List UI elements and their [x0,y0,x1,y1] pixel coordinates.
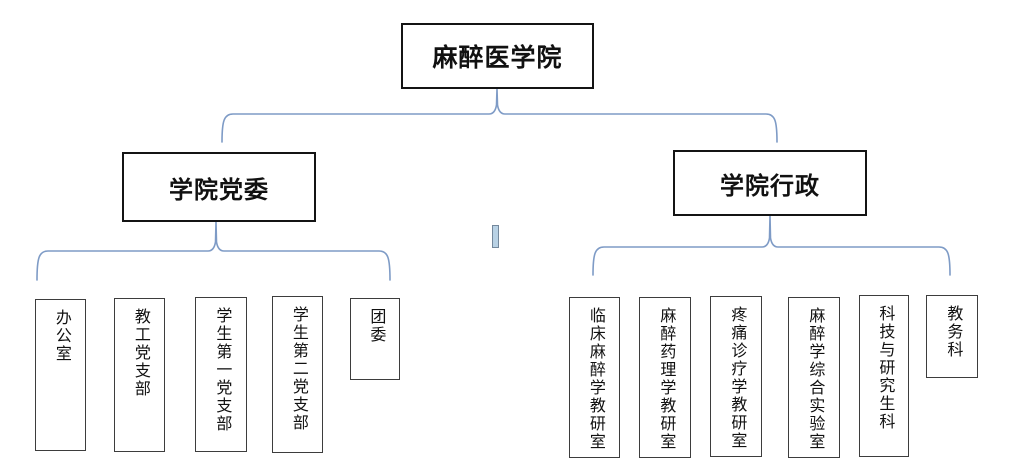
node-party-committee-label: 学院党委 [169,176,269,204]
node-administration: 学院行政 [673,150,867,216]
node-scitech-graduate-section-label: 科技与研究生科 [876,305,894,431]
node-office: 办公室 [35,299,86,451]
node-academic-affairs-section-label: 教务科 [944,305,962,359]
node-youth-league-label: 团委 [367,308,385,344]
node-student-first-party-branch-label: 学生第一党支部 [213,307,231,433]
node-pain-diagnosis-office: 疼痛诊疗学教研室 [710,296,762,457]
node-faculty-party-branch-label: 教工党支部 [131,308,149,398]
node-pain-diagnosis-office-label: 疼痛诊疗学教研室 [728,306,746,450]
node-anesthesiology-comprehensive-lab-label: 麻醉学综合实验室 [806,307,824,451]
node-anesthetic-pharmacology-office: 麻醉药理学教研室 [639,297,691,458]
node-scitech-graduate-section: 科技与研究生科 [859,295,909,457]
node-student-first-party-branch: 学生第一党支部 [195,297,247,452]
node-anesthesiology-comprehensive-lab: 麻醉学综合实验室 [788,297,840,458]
node-party-committee: 学院党委 [122,152,316,222]
node-student-second-party-branch-label: 学生第二党支部 [289,306,307,432]
brace-connector-root [221,88,778,143]
node-student-second-party-branch: 学生第二党支部 [272,296,323,453]
node-office-label: 办公室 [52,309,70,363]
stray-cursor-bar [492,225,499,248]
node-academic-affairs-section: 教务科 [926,295,978,378]
node-clinical-anesthesiology-office-label: 临床麻醉学教研室 [586,307,604,451]
node-root: 麻醉医学院 [401,23,594,89]
brace-connector-party [36,221,391,281]
brace-connector-admin [592,215,951,276]
node-clinical-anesthesiology-office: 临床麻醉学教研室 [569,297,620,458]
node-faculty-party-branch: 教工党支部 [114,298,165,452]
node-youth-league: 团委 [350,298,400,380]
node-root-label: 麻醉医学院 [432,44,563,72]
node-anesthetic-pharmacology-office-label: 麻醉药理学教研室 [657,307,675,451]
node-administration-label: 学院行政 [720,172,820,200]
